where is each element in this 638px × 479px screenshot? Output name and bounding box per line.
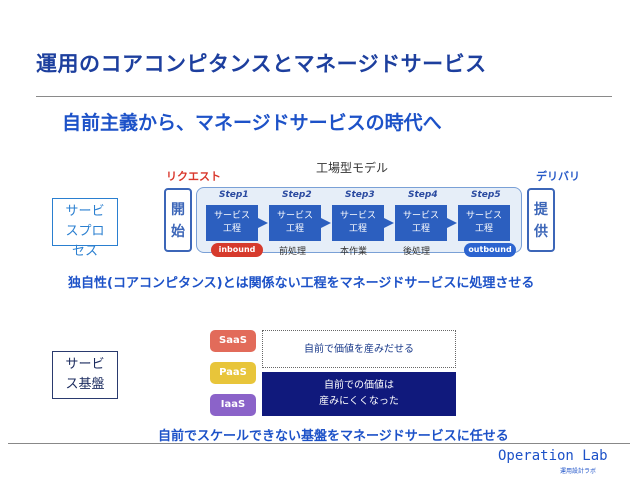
operation-lab-logo-sub: 運用設計ラボ bbox=[560, 468, 597, 475]
slide-title: 運用のコアコンピタンスとマネージドサービス bbox=[36, 52, 487, 76]
self-value-box: 自前で価値を産みだせる bbox=[262, 330, 456, 368]
iaas-tier: IaaS bbox=[210, 394, 256, 416]
phase-label: 本作業 bbox=[340, 247, 368, 257]
hard-value-line1: 自前での価値は bbox=[324, 380, 394, 391]
step-label: Step3 bbox=[345, 190, 375, 200]
step-box-text: サービス工程 bbox=[465, 211, 502, 234]
step-label: Step4 bbox=[408, 190, 438, 200]
step-box: サービス工程 bbox=[332, 205, 384, 241]
service-process-text: サービスプロセス bbox=[65, 204, 105, 259]
outbound-badge: outbound bbox=[464, 243, 516, 257]
service-infra-label: サービス基盤 bbox=[52, 351, 118, 399]
step-box-text: サービス工程 bbox=[402, 211, 439, 234]
arrow-right-icon bbox=[384, 218, 394, 228]
hard-value-box: 自前での価値は 産みにくくなった bbox=[262, 372, 456, 416]
saas-tier: SaaS bbox=[210, 330, 256, 352]
hard-value-line2: 産みにくくなった bbox=[319, 396, 399, 407]
infra-note: 自前でスケールできない基盤をマネージドサービスに任せる bbox=[158, 429, 509, 444]
paas-tier: PaaS bbox=[210, 362, 256, 384]
start-box: 開始 bbox=[164, 188, 192, 252]
arrow-right-icon bbox=[258, 218, 268, 228]
service-infra-text: サービス基盤 bbox=[65, 357, 105, 392]
service-process-label: サービスプロセス bbox=[52, 198, 118, 259]
end-text: 提供 bbox=[534, 202, 548, 240]
step-label: Step2 bbox=[282, 190, 312, 200]
request-label: リクエスト bbox=[166, 170, 221, 183]
title-divider bbox=[36, 96, 612, 97]
arrow-right-icon bbox=[447, 218, 457, 228]
phase-label: 前処理 bbox=[279, 247, 307, 257]
inbound-badge: inbound bbox=[211, 243, 263, 257]
end-box: 提供 bbox=[527, 188, 555, 252]
step-label: Step1 bbox=[219, 190, 249, 200]
step-box: サービス工程 bbox=[269, 205, 321, 241]
step-box-text: サービス工程 bbox=[339, 211, 376, 234]
step-label: Step5 bbox=[471, 190, 501, 200]
footer-divider bbox=[8, 443, 630, 444]
step-box-text: サービス工程 bbox=[276, 211, 313, 234]
slide-subtitle: 自前主義から、マネージドサービスの時代へ bbox=[62, 112, 442, 134]
phase-label: 後処理 bbox=[403, 247, 431, 257]
operation-lab-logo: Operation Lab bbox=[498, 448, 608, 464]
step-box: サービス工程 bbox=[395, 205, 447, 241]
step-box: サービス工程 bbox=[458, 205, 510, 241]
process-note: 独自性(コアコンピタンス)とは関係ない工程をマネージドサービスに処理させる bbox=[68, 276, 535, 291]
factory-model-label: 工場型モデル bbox=[316, 161, 389, 175]
step-box-text: サービス工程 bbox=[213, 211, 250, 234]
step-box: サービス工程 bbox=[206, 205, 258, 241]
start-text: 開始 bbox=[171, 202, 185, 240]
delivery-label: デリバリ bbox=[536, 170, 580, 183]
arrow-right-icon bbox=[321, 218, 331, 228]
